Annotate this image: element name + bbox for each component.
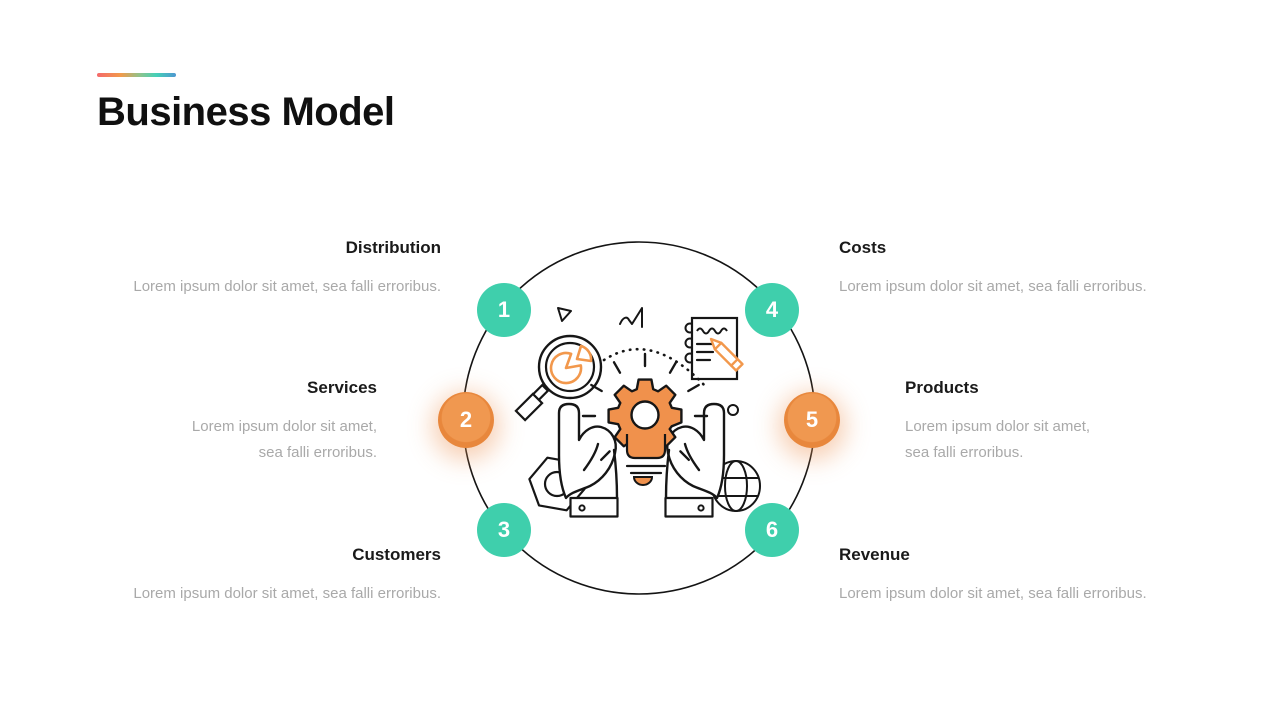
left-hand-icon: [557, 402, 619, 518]
dot-doodle-icon: [727, 404, 739, 416]
step-badge-4: 4: [745, 283, 799, 337]
section-title: Products: [905, 378, 979, 397]
section-body: Lorem ipsum dolor sit amet, sea falli er…: [905, 418, 1091, 461]
section-body: Lorem ipsum dolor sit amet, sea falli er…: [839, 585, 1147, 602]
section-title: Distribution: [345, 238, 441, 257]
step-number: 1: [497, 297, 511, 322]
section-services: Services Lorem ipsum dolor sit amet, sea…: [37, 376, 377, 466]
section-title: Revenue: [839, 545, 910, 564]
section-distribution: Distribution Lorem ipsum dolor sit amet,…: [101, 236, 441, 300]
step-number: 4: [765, 297, 779, 322]
section-products: Products Lorem ipsum dolor sit amet, sea…: [905, 376, 1245, 466]
step-badge-5: 5: [784, 392, 840, 448]
section-body: Lorem ipsum dolor sit amet, sea falli er…: [191, 418, 377, 461]
magnifier-pie-icon: [514, 334, 603, 422]
section-costs: Costs Lorem ipsum dolor sit amet, sea fa…: [839, 236, 1179, 300]
section-body: Lorem ipsum dolor sit amet, sea falli er…: [133, 278, 441, 295]
document-pencil-icon: [684, 316, 744, 381]
gear-lightbulb-icon: [581, 352, 709, 486]
right-hand-icon: [664, 402, 726, 518]
business-model-diagram: [462, 241, 816, 595]
section-body: Lorem ipsum dolor sit amet, sea falli er…: [133, 585, 441, 602]
step-number: 2: [459, 407, 473, 432]
page-title: Business Model: [97, 90, 395, 134]
step-number: 5: [805, 407, 819, 432]
step-number: 6: [765, 517, 779, 542]
section-customers: Customers Lorem ipsum dolor sit amet, se…: [101, 543, 441, 607]
section-title: Customers: [352, 545, 441, 564]
zigzag-doodle-icon: [619, 307, 643, 328]
triangle-doodle-icon: [557, 307, 572, 322]
step-badge-2: 2: [438, 392, 494, 448]
step-badge-6: 6: [745, 503, 799, 557]
section-revenue: Revenue Lorem ipsum dolor sit amet, sea …: [839, 543, 1179, 607]
section-title: Services: [307, 378, 377, 397]
step-badge-1: 1: [477, 283, 531, 337]
section-title: Costs: [839, 238, 887, 257]
step-badge-3: 3: [477, 503, 531, 557]
section-body: Lorem ipsum dolor sit amet, sea falli er…: [839, 278, 1147, 295]
dotted-arc: [602, 347, 708, 389]
step-number: 3: [497, 517, 511, 542]
accent-bar: [97, 73, 176, 77]
